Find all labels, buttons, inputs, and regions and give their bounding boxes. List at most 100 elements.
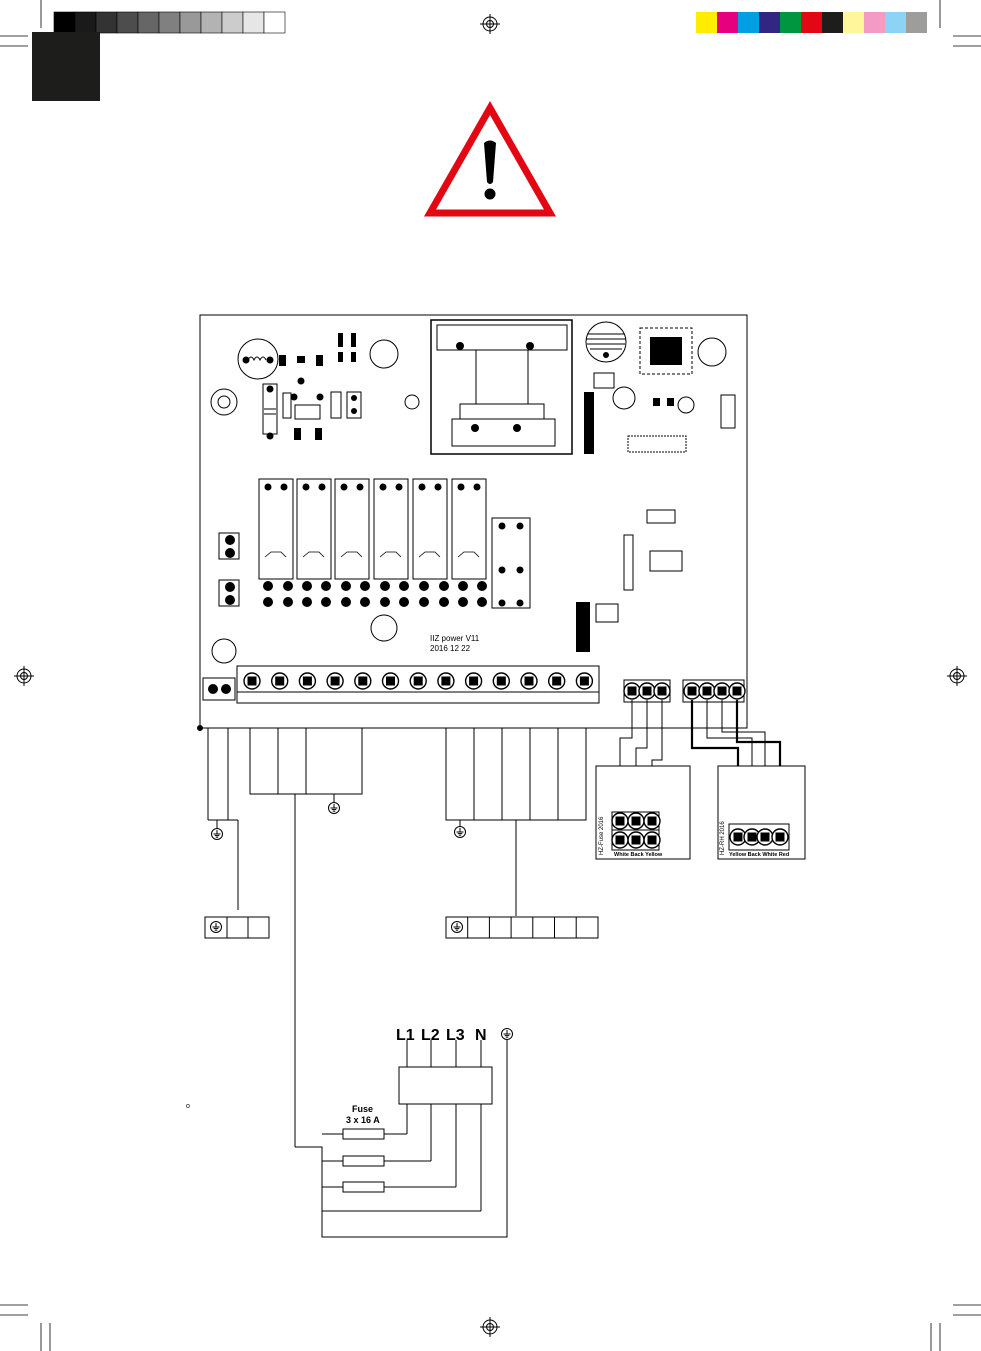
- color-swatch: [717, 12, 738, 33]
- color-swatch: [906, 12, 927, 33]
- terminal-screw: [548, 672, 566, 690]
- gray-swatch: [221, 11, 244, 34]
- ground-icon: [451, 921, 463, 933]
- color-swatch: [822, 12, 843, 33]
- relay-pin: [419, 581, 429, 591]
- small-mark: o: [186, 1103, 190, 1110]
- terminal-screw: [354, 672, 372, 690]
- gray-swatch: [95, 11, 118, 34]
- registration-mark-icon: [479, 1316, 501, 1338]
- terminal-strip-right: [445, 916, 599, 939]
- relay-pin: [419, 597, 429, 607]
- gray-swatch: [53, 11, 76, 34]
- module-left-label: HZ-Fuse 2016: [599, 816, 605, 855]
- color-swatch: [864, 12, 885, 33]
- relay-pin: [341, 597, 351, 607]
- gray-swatch: [242, 11, 265, 34]
- fuse-1: [342, 1128, 385, 1140]
- connector-screw: [698, 682, 716, 700]
- terminal-strip-left: [204, 916, 270, 939]
- color-swatch: [885, 12, 906, 33]
- gray-swatch: [137, 11, 160, 34]
- terminal-screw: [271, 672, 289, 690]
- relay-pin: [360, 581, 370, 591]
- terminal-screw: [520, 672, 538, 690]
- gray-swatch: [263, 11, 286, 34]
- page-tab: [32, 32, 100, 101]
- terminal-screw: [326, 672, 344, 690]
- ground-icon: [454, 826, 466, 838]
- relay-pin: [439, 581, 449, 591]
- gray-swatch: [200, 11, 223, 34]
- gray-swatch: [179, 11, 202, 34]
- relay-pin: [477, 581, 487, 591]
- relay-pin: [477, 597, 487, 607]
- process-color-bar: [696, 12, 927, 33]
- module-right-wire-colors: Yellow Back White Red: [729, 852, 789, 858]
- registration-mark-icon: [479, 13, 501, 35]
- relay-pin: [321, 581, 331, 591]
- pcb-board: IIZ power V11 2016 12 22: [199, 314, 748, 729]
- fuse-2: [342, 1155, 385, 1167]
- connector-screw: [683, 682, 701, 700]
- terminal-screw: [409, 672, 427, 690]
- connector-screw: [638, 682, 656, 700]
- relay-pin: [458, 597, 468, 607]
- relay-pin: [399, 597, 409, 607]
- color-swatch: [738, 12, 759, 33]
- wiring: [197, 700, 782, 1238]
- gray-swatch: [74, 11, 97, 34]
- connector-screw: [713, 682, 731, 700]
- color-swatch: [780, 12, 801, 33]
- connector-screw: [653, 682, 671, 700]
- phase-label-l1: L1: [396, 1027, 415, 1044]
- phase-label-l3: L3: [446, 1027, 465, 1044]
- ground-icon: [210, 921, 222, 933]
- terminal-screw: [243, 672, 261, 690]
- grayscale-bar: [53, 11, 286, 34]
- terminal-screw: [464, 672, 483, 690]
- relay-pin: [360, 597, 370, 607]
- relay-pin: [321, 597, 331, 607]
- terminal-screw: [575, 672, 594, 690]
- gray-swatch: [116, 11, 139, 34]
- gray-swatch: [158, 11, 181, 34]
- relay-pin: [263, 581, 273, 591]
- terminal-screw: [492, 672, 510, 690]
- fuse-rating: 3 x 16 A: [346, 1115, 380, 1125]
- color-swatch: [759, 12, 780, 33]
- warning-triangle-icon: [423, 100, 557, 217]
- supply-switch-box: [398, 1066, 493, 1105]
- module-right-label: HZ-RH 2016: [720, 821, 726, 855]
- relay-pin: [283, 597, 293, 607]
- module-right: HZ-RH 2016 Yellow Back White Red: [717, 765, 806, 860]
- relay-pin: [439, 597, 449, 607]
- fuse-3: [342, 1181, 385, 1193]
- board-date: 2016 12 22: [430, 644, 471, 653]
- registration-mark-icon: [946, 665, 968, 687]
- relay-pin: [399, 581, 409, 591]
- ground-icon: [328, 802, 340, 814]
- relay-pin: [341, 581, 351, 591]
- connector-screw: [728, 682, 746, 700]
- relay-pin: [380, 581, 390, 591]
- relay-pin: [458, 581, 468, 591]
- relay-pin: [380, 597, 390, 607]
- phase-label-n: N: [475, 1027, 487, 1044]
- phase-label-l2: L2: [421, 1027, 440, 1044]
- module-left-wire-colors: White Back Yellow: [614, 852, 663, 858]
- color-swatch: [843, 12, 864, 33]
- ground-icon: [501, 1028, 513, 1040]
- terminal-screw: [298, 672, 317, 690]
- registration-mark-icon: [13, 665, 35, 687]
- relay-pin: [263, 597, 273, 607]
- terminal-screw: [381, 672, 400, 690]
- relay-pin: [283, 581, 293, 591]
- connector-screw: [623, 682, 641, 700]
- relay-pin: [302, 581, 312, 591]
- color-swatch: [696, 12, 717, 33]
- relay-pin: [302, 597, 312, 607]
- ground-icon: [211, 828, 223, 840]
- module-left: HZ-Fuse 2016 White Back Yellow: [595, 765, 691, 860]
